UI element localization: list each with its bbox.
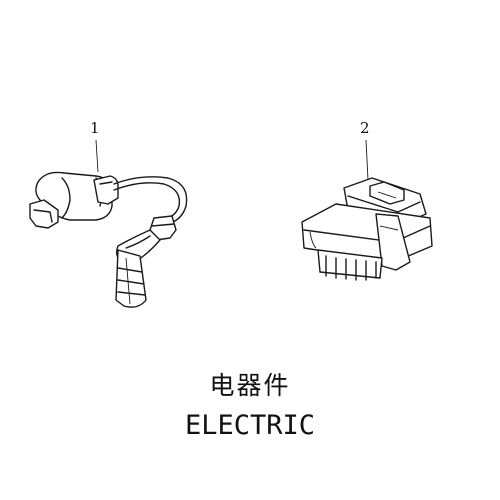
- callout-number-1: 1: [90, 119, 100, 137]
- coil-clamp-line: [99, 181, 113, 185]
- connector-latch-line: [377, 191, 397, 199]
- coil-clamp: [93, 175, 119, 205]
- coil-terminal: [29, 199, 59, 229]
- callout-leader-2: [365, 139, 369, 181]
- module-body-front-curve: [309, 231, 317, 249]
- cap-tube-ring-1: [117, 267, 143, 273]
- connector-latch: [369, 181, 405, 205]
- cap-tube-highlight: [125, 257, 131, 305]
- caption-english: ELECTRIC: [184, 410, 316, 441]
- cap-elbow-line: [125, 235, 151, 249]
- electrical-module-assembly: 2: [301, 119, 433, 281]
- ignition-coil-assembly: 1: [29, 119, 188, 308]
- callout-number-2: 2: [360, 119, 370, 137]
- strap-line: [379, 225, 399, 231]
- cap-tube-ring-3: [117, 291, 146, 296]
- callout-leader-1: [95, 139, 99, 173]
- cap-tube-ring-2: [117, 279, 145, 285]
- ht-cable-inner: [113, 182, 181, 220]
- spark-plug-cap-tube: [115, 249, 147, 308]
- coil-body-seam: [61, 177, 71, 219]
- caption-chinese: 电器件: [209, 371, 291, 400]
- cable-boot-ring: [151, 223, 175, 227]
- ht-cable-outer: [113, 176, 188, 225]
- coil-terminal-edge: [33, 209, 53, 223]
